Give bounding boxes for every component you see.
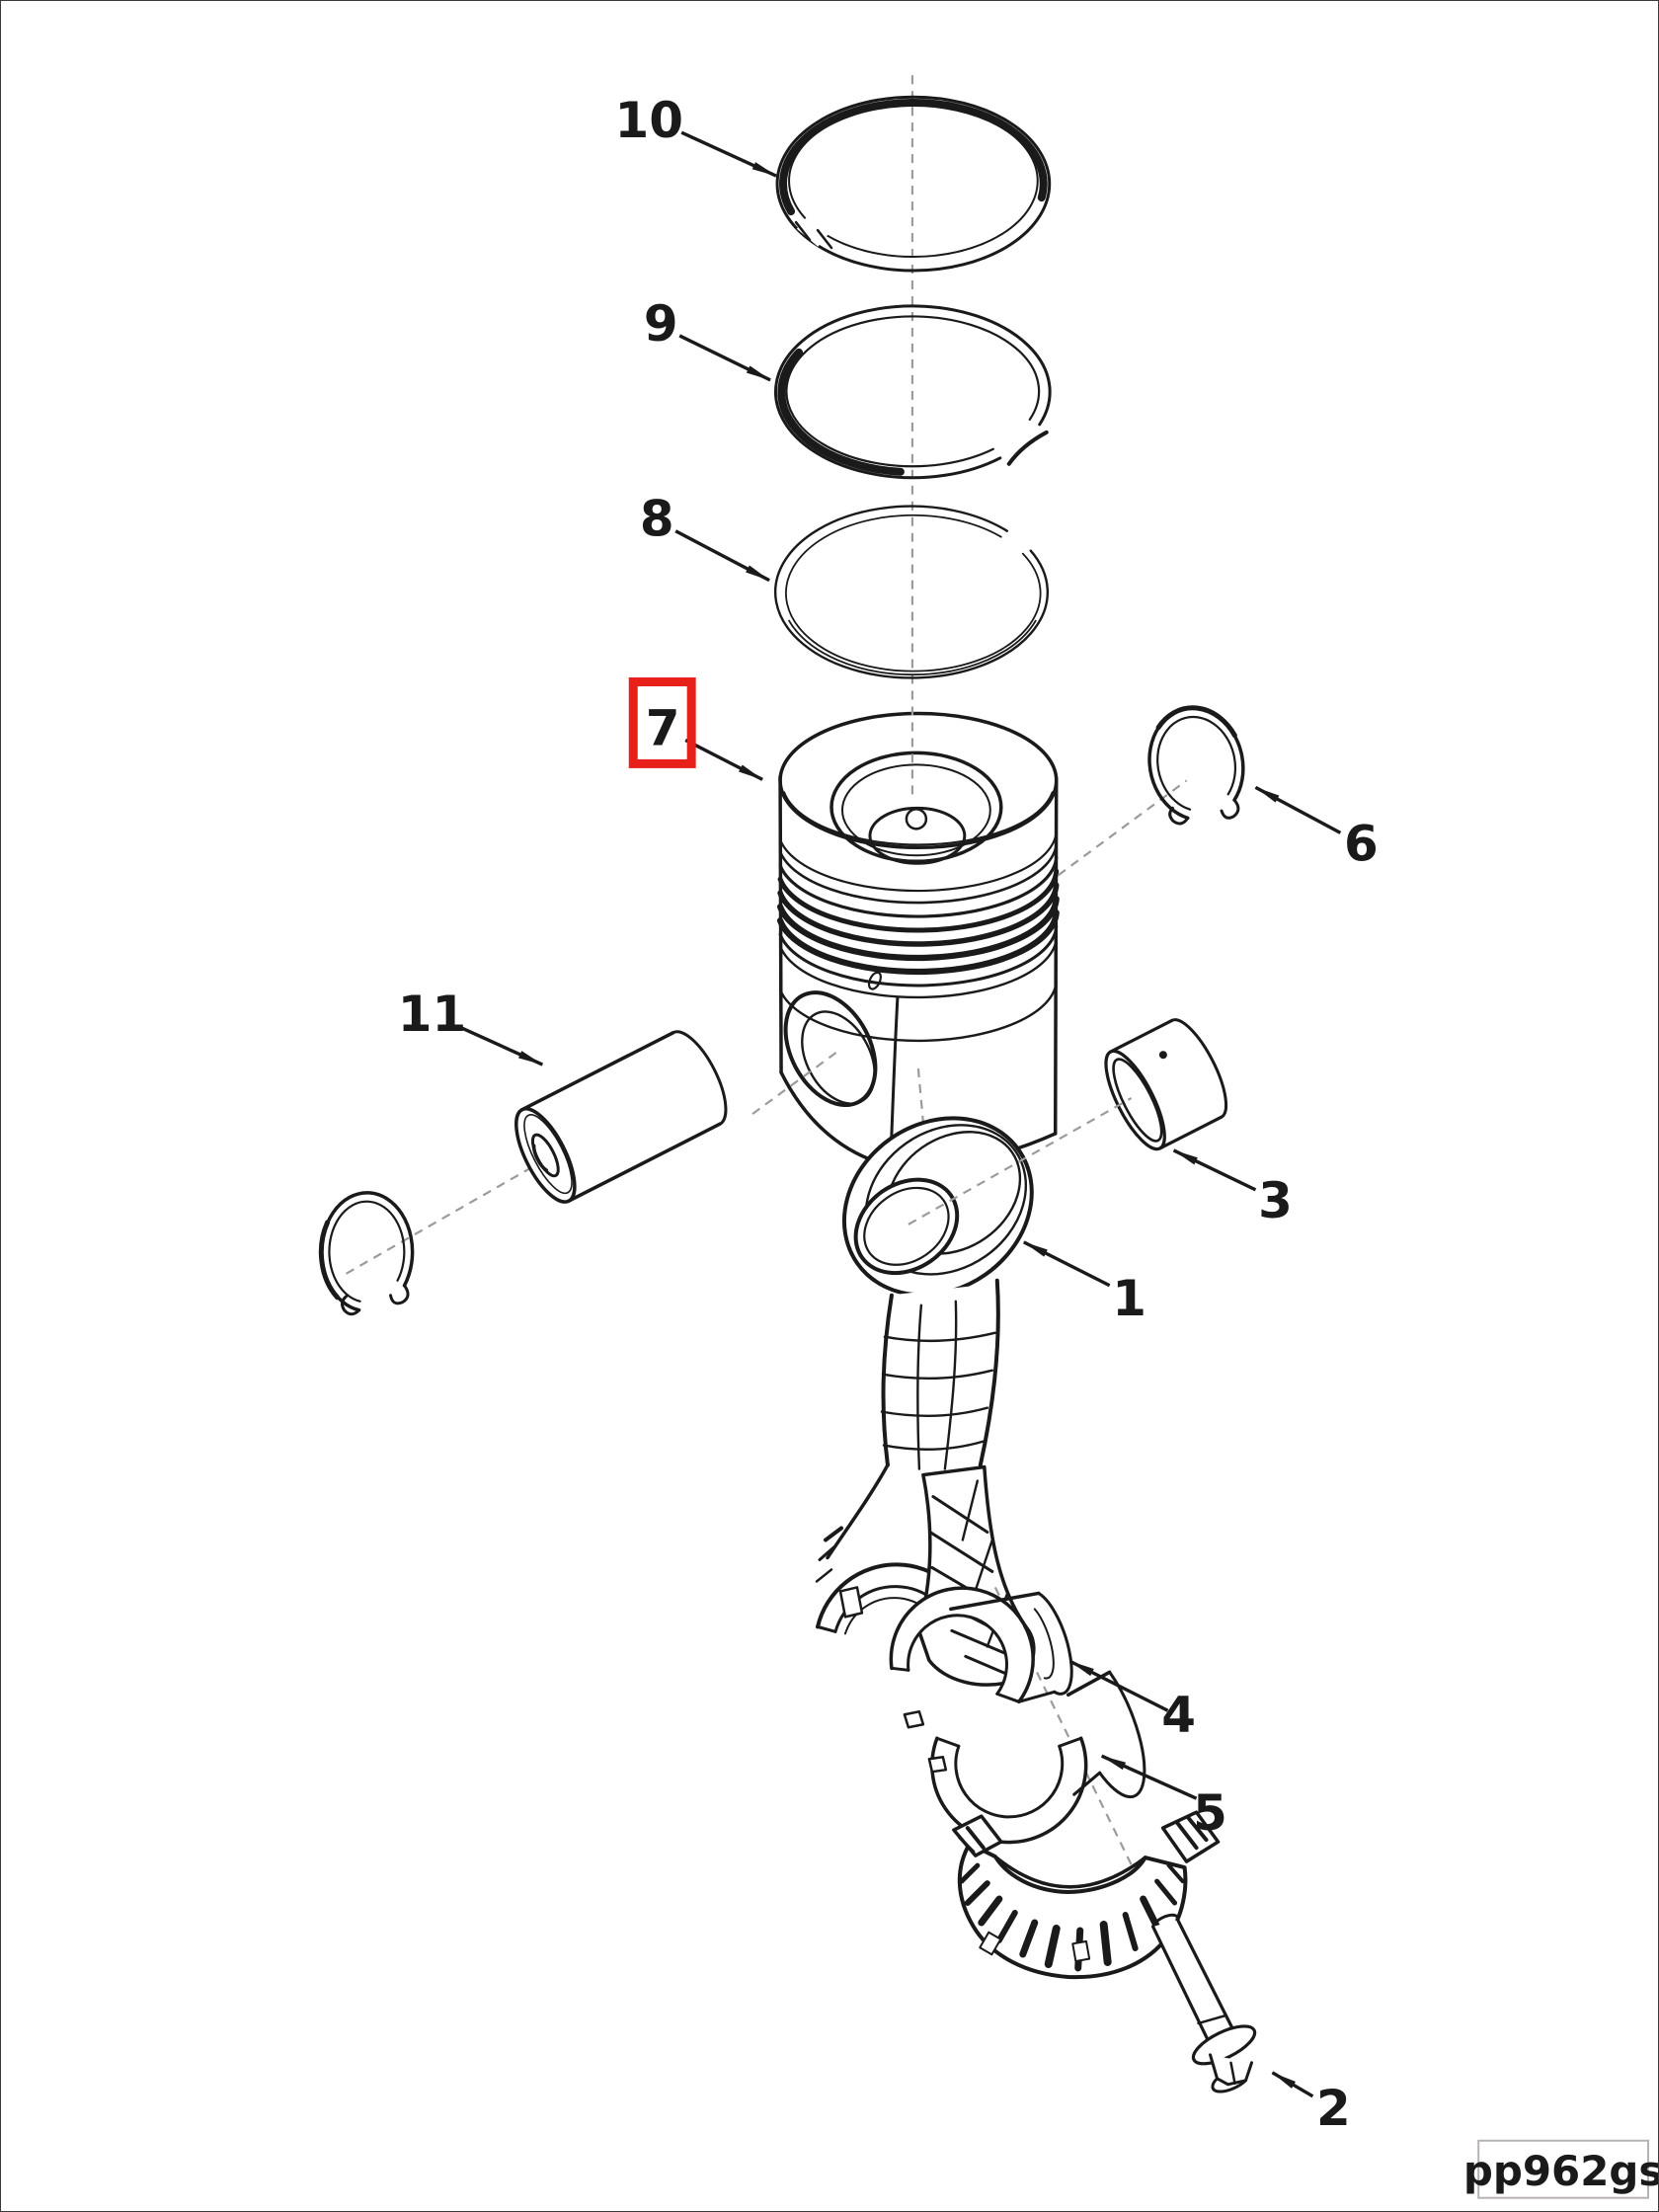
piston-bowl xyxy=(830,750,1003,864)
callout-8: 8 xyxy=(640,491,770,583)
bolt-hex-head xyxy=(1209,2053,1253,2087)
callout-6: 6 xyxy=(1254,785,1379,872)
callout-arrow-6 xyxy=(1254,785,1342,834)
rod-cap xyxy=(952,1810,1221,1980)
callout-3: 3 xyxy=(1172,1148,1293,1229)
callout-arrow-11 xyxy=(458,1025,544,1066)
callout-label-1: 1 xyxy=(1112,1270,1146,1327)
retaining-ring-6 xyxy=(1147,705,1245,826)
piston-pin-11 xyxy=(514,1030,728,1204)
rod-big-end-fork xyxy=(815,1462,1036,1687)
callout-label-9: 9 xyxy=(644,295,678,353)
bearing-shell-5 xyxy=(927,1670,1146,1845)
bushing-oil-hole xyxy=(1158,1051,1167,1060)
callout-arrow-2 xyxy=(1271,2071,1314,2098)
bolt-flange xyxy=(1191,2024,1257,2066)
oil-ring-8 xyxy=(773,505,1050,679)
part-code-label: pp962gs xyxy=(1463,2147,1658,2195)
centerline-ring6 xyxy=(1058,779,1188,877)
callout-5: 5 xyxy=(1100,1754,1227,1842)
callout-label-2: 2 xyxy=(1316,2080,1351,2137)
callout-label-7: 7 xyxy=(646,699,680,756)
callout-arrow-4 xyxy=(1068,1659,1169,1712)
centerline-bushing-axis xyxy=(908,1097,1133,1225)
callout-9: 9 xyxy=(644,295,771,382)
callout-arrow-5 xyxy=(1100,1754,1198,1800)
callout-10: 10 xyxy=(614,92,777,178)
piston-ring-10 xyxy=(775,95,1052,273)
piston-ring-9 xyxy=(773,304,1052,480)
part-code-frame xyxy=(1477,2139,1650,2199)
callout-label-8: 8 xyxy=(640,491,674,548)
callout-label-5: 5 xyxy=(1193,1784,1227,1842)
callout-11: 11 xyxy=(398,986,544,1066)
callout-arrow-10 xyxy=(680,130,777,178)
part-code-box: pp962gs xyxy=(1463,2139,1658,2199)
rod-cap-bolt-2 xyxy=(1151,1913,1257,2094)
callout-7: 7 xyxy=(628,677,763,781)
callout-arrow-1 xyxy=(1022,1240,1111,1288)
centerline-pin-axis xyxy=(346,1155,550,1275)
callout-label-6: 6 xyxy=(1344,815,1379,872)
callout-label-11: 11 xyxy=(398,986,467,1043)
callout-1: 1 xyxy=(1022,1240,1146,1327)
callout-2: 2 xyxy=(1271,2071,1351,2137)
callout-arrow-8 xyxy=(674,529,770,583)
callout-arrow-3 xyxy=(1172,1148,1257,1192)
callout-arrow-7 xyxy=(684,738,763,781)
highlight-box xyxy=(628,677,696,768)
callout-label-3: 3 xyxy=(1258,1172,1293,1229)
pin-bushing-3 xyxy=(1104,1018,1228,1151)
callout-arrow-9 xyxy=(678,334,771,382)
piston xyxy=(776,711,1060,1168)
callout-layer: 10 9 8 7 6 11 3 1 4 5 2 xyxy=(398,92,1379,2137)
retaining-ring-left xyxy=(318,1191,415,1316)
centerline-pin-bore xyxy=(751,1048,842,1115)
callout-label-10: 10 xyxy=(614,92,683,149)
bearing-shell-4 xyxy=(889,1586,1073,1729)
callout-4: 4 xyxy=(1068,1659,1196,1743)
callout-label-4: 4 xyxy=(1161,1686,1196,1743)
